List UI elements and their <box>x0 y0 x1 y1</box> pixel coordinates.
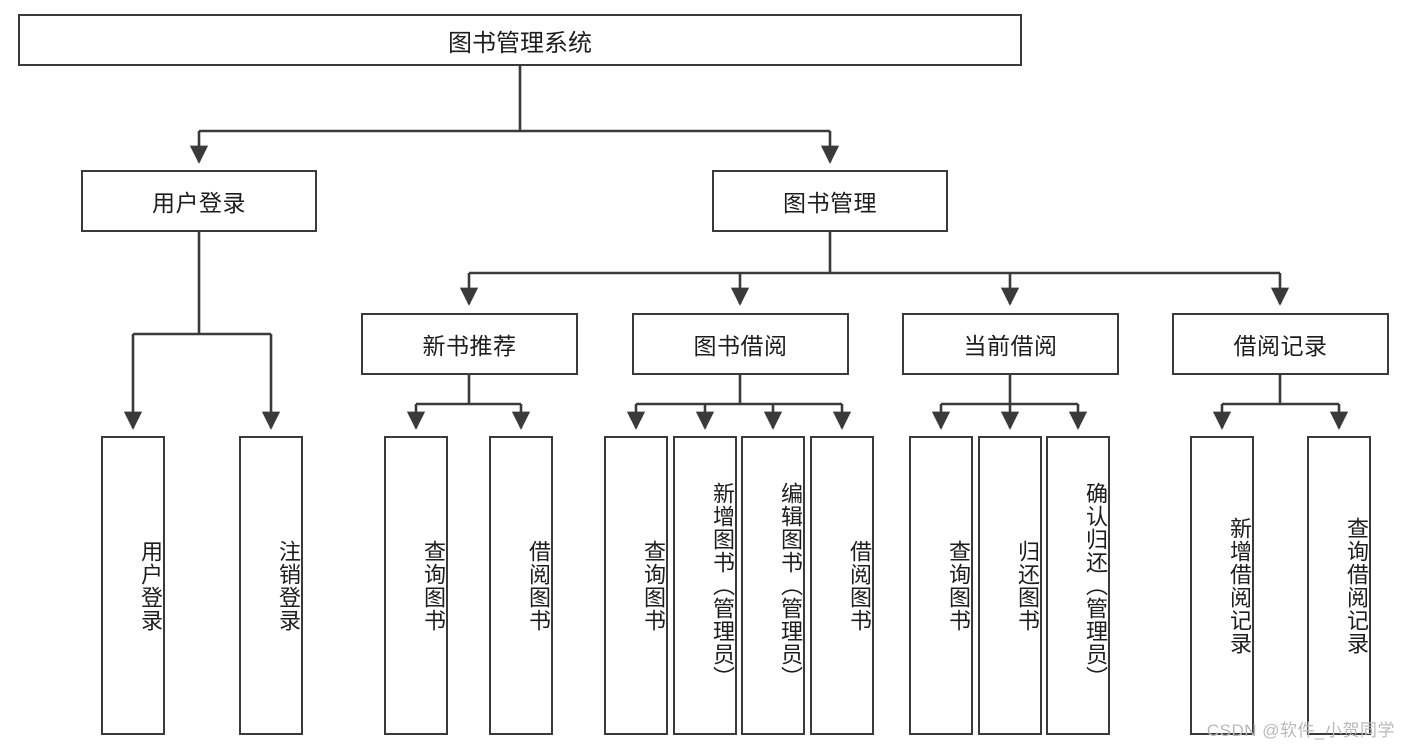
node-current-borrow[interactable]: 当前借阅 <box>902 313 1119 375</box>
node-label: 查询图书 <box>641 539 666 632</box>
node-borrow-record[interactable]: 借阅记录 <box>1172 313 1389 375</box>
leaf-current-query-book[interactable]: 查询图书 <box>909 436 973 735</box>
node-label: 图书管理 <box>783 190 877 216</box>
node-label: 归还图书 <box>1015 539 1040 632</box>
node-label: 借阅图书 <box>847 539 872 632</box>
node-label: 借阅记录 <box>1233 333 1328 359</box>
node-new-book-recommend[interactable]: 新书推荐 <box>361 313 578 375</box>
node-user-login[interactable]: 用户登录 <box>81 170 317 232</box>
node-label: 注销登录 <box>276 539 301 632</box>
leaf-newbook-query-book[interactable]: 查询图书 <box>384 436 448 735</box>
leaf-current-return-book[interactable]: 归还图书 <box>978 436 1042 735</box>
node-label: 新增借阅记录 <box>1227 516 1252 655</box>
leaf-borrow-borrow-book[interactable]: 借阅图书 <box>810 436 874 735</box>
leaf-record-query-record[interactable]: 查询借阅记录 <box>1307 436 1371 735</box>
node-label: 用户登录 <box>138 539 163 632</box>
leaf-borrow-query-book[interactable]: 查询图书 <box>604 436 668 735</box>
node-label: 查询借阅记录 <box>1344 516 1369 655</box>
leaf-user-login[interactable]: 用户登录 <box>101 436 165 735</box>
leaf-borrow-add-book-admin[interactable]: 新增图书（管理员） <box>673 436 737 735</box>
watermark-text: CSDN @软件_小贺同学 <box>1206 721 1395 740</box>
leaf-newbook-borrow-book[interactable]: 借阅图书 <box>489 436 553 735</box>
node-book-borrow[interactable]: 图书借阅 <box>632 313 849 375</box>
leaf-borrow-edit-book-admin[interactable]: 编辑图书（管理员） <box>741 436 805 735</box>
node-label: 用户登录 <box>152 190 246 216</box>
node-label: 新增图书（管理员） <box>710 482 735 689</box>
node-label: 图书借阅 <box>693 333 788 359</box>
node-label: 借阅图书 <box>526 539 551 632</box>
node-root-system[interactable]: 图书管理系统 <box>18 14 1022 66</box>
leaf-record-add-record[interactable]: 新增借阅记录 <box>1190 436 1254 735</box>
node-label: 确认归还（管理员） <box>1083 482 1108 689</box>
node-label: 查询图书 <box>421 539 446 632</box>
leaf-current-confirm-return-admin[interactable]: 确认归还（管理员） <box>1046 436 1110 735</box>
node-label: 当前借阅 <box>963 333 1058 359</box>
node-label: 编辑图书（管理员） <box>778 482 803 689</box>
leaf-logout-login[interactable]: 注销登录 <box>239 436 303 735</box>
node-label: 新书推荐 <box>422 333 517 359</box>
node-label: 查询图书 <box>946 539 971 632</box>
node-label: 图书管理系统 <box>448 29 592 57</box>
node-book-management[interactable]: 图书管理 <box>712 170 948 232</box>
